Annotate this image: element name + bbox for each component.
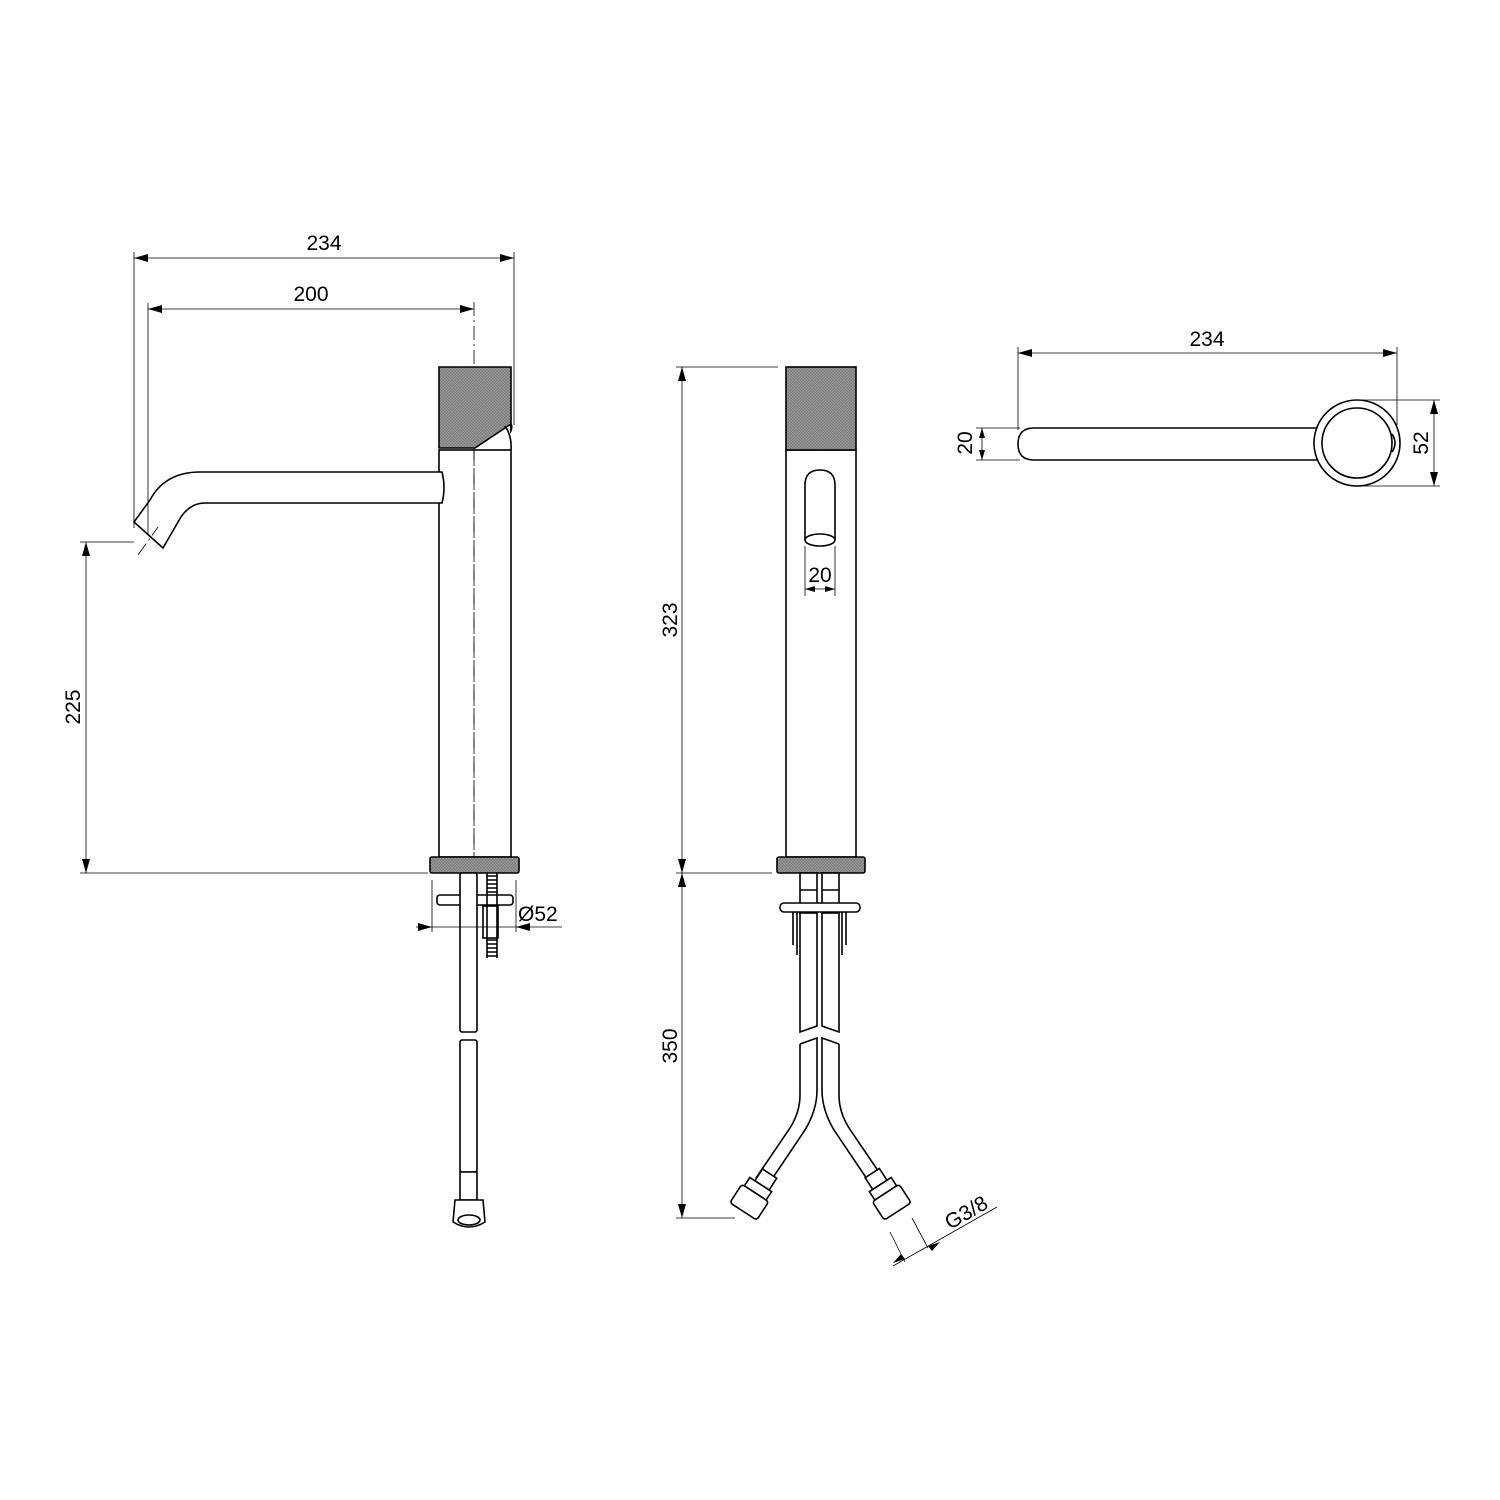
supply-hose bbox=[459, 1039, 478, 1173]
spout bbox=[132, 471, 445, 550]
side-view: 234 200 225 Ø52 bbox=[62, 232, 562, 1228]
dim-spout-width: 20 bbox=[954, 431, 977, 454]
faucet-body bbox=[438, 449, 512, 858]
mounting-plate-front bbox=[779, 902, 861, 913]
dim-top-overall-length: 234 bbox=[1189, 328, 1224, 351]
faucet-body-front bbox=[785, 449, 857, 858]
dim-spout-reach: 200 bbox=[293, 283, 328, 306]
hose-nut-left bbox=[730, 1167, 778, 1220]
dim-side-overall-length: 234 bbox=[306, 232, 341, 255]
base-ring-front bbox=[776, 856, 866, 874]
threaded-rod-nut bbox=[482, 905, 499, 939]
base-ring bbox=[429, 856, 520, 874]
outlet-slot bbox=[804, 469, 836, 540]
dim-body-diameter: 52 bbox=[1410, 431, 1433, 454]
front-view: 20 323 350 bbox=[659, 366, 998, 1267]
knurled-handle-front bbox=[785, 366, 857, 451]
body-top-inner bbox=[1321, 407, 1393, 479]
dim-connection-thread: G3/8 bbox=[941, 1192, 992, 1235]
dim-base-diameter: Ø52 bbox=[518, 903, 558, 926]
dim-outlet-width: 20 bbox=[808, 564, 831, 587]
dim-spout-height: 225 bbox=[62, 689, 85, 724]
dim-body-height: 323 bbox=[659, 602, 682, 637]
spout-top bbox=[1017, 427, 1330, 461]
supply-pipe bbox=[459, 872, 478, 1033]
hose-nut bbox=[452, 1199, 486, 1228]
body-top-outer bbox=[1313, 399, 1401, 487]
aerator bbox=[804, 533, 836, 547]
hose-lower bbox=[769, 1036, 870, 1183]
dim-hose-length: 350 bbox=[659, 1028, 682, 1063]
top-view: 234 20 52 bbox=[954, 328, 1440, 487]
knurled-handle bbox=[438, 366, 512, 449]
hose-nut-right bbox=[864, 1167, 911, 1220]
hose-upper bbox=[799, 913, 840, 1034]
